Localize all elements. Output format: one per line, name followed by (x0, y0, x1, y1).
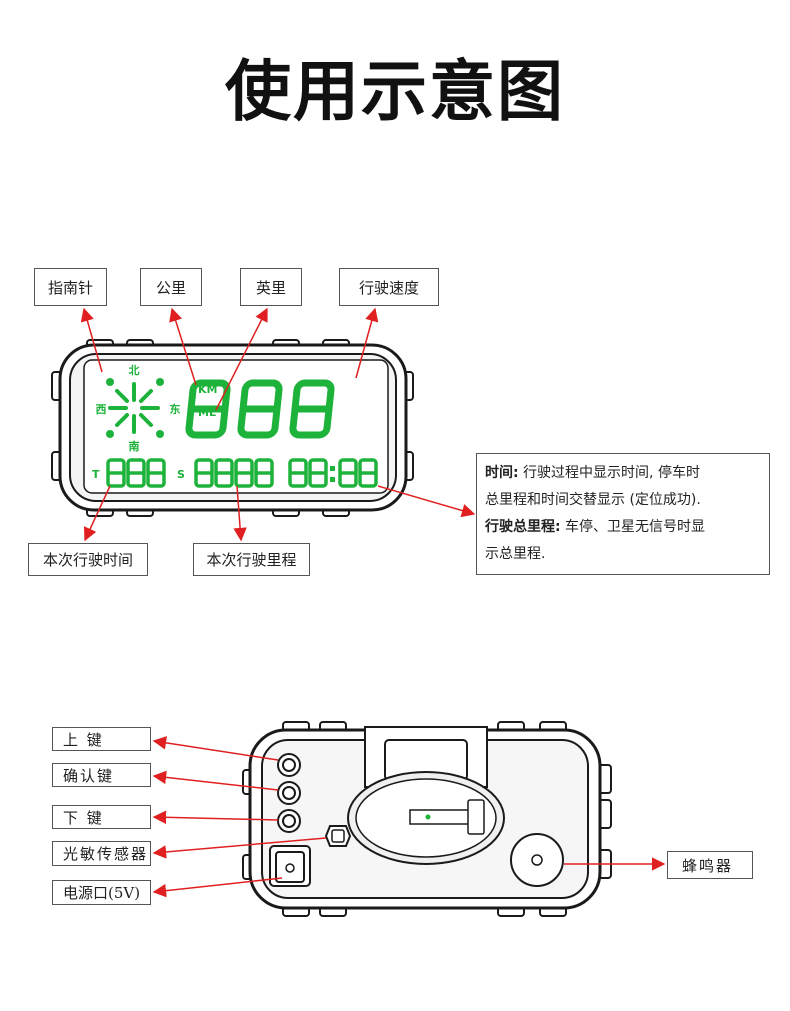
arrow-trip-distance (233, 485, 247, 542)
arrow-speed (355, 307, 379, 379)
arrow-note (377, 485, 476, 518)
compass-icon (108, 382, 160, 434)
trip-time-digits (106, 458, 166, 488)
trip-distance-digits (194, 458, 274, 488)
confirm-key-button[interactable] (277, 781, 301, 805)
note-time-heading: 时间: (485, 465, 519, 481)
arrow-trip-time (83, 485, 111, 542)
clock-colon (330, 466, 335, 482)
note-line-2: 总里程和时间交替显示 (定位成功). (485, 492, 701, 508)
arrow-down-key (152, 810, 279, 825)
note-line-1-text: 行驶过程中显示时间, 停车时 (518, 465, 700, 481)
label-confirm-key: 确认键 (52, 763, 151, 787)
note-distance-heading: 行驶总里程: (485, 519, 561, 535)
label-buzzer: 蜂鸣器 (667, 851, 753, 879)
label-power-port: 电源口(5V) (52, 880, 151, 905)
lcd-south: 南 (129, 439, 140, 453)
label-light-sensor: 光敏传感器 (52, 841, 151, 866)
note-line-4: 示总里程. (485, 546, 546, 562)
compass-dots (106, 378, 164, 438)
lcd-west: 西 (96, 403, 107, 416)
label-up-key: 上 键 (52, 727, 151, 751)
down-key-button[interactable] (277, 809, 301, 833)
label-trip-distance: 本次行驶里程 (193, 543, 310, 576)
lcd-t-marker: T (92, 468, 100, 481)
note-line-3-text: 车停、卫星无信号时显 (560, 519, 706, 535)
lcd-s-marker: S (177, 468, 185, 481)
lcd-km-unit: KM (198, 383, 217, 396)
page-title: 使用示意图 (225, 53, 565, 130)
arrow-confirm-key (152, 770, 279, 791)
arrow-km (169, 307, 197, 386)
arrow-light-sensor (152, 837, 327, 859)
label-speed: 行驶速度 (339, 268, 439, 306)
label-mile: 英里 (240, 268, 302, 306)
arrow-mile (215, 307, 268, 411)
arrow-compass (80, 307, 103, 373)
note-line-3: 行驶总里程: 车停、卫星无信号时显 (485, 514, 761, 541)
label-down-key: 下 键 (52, 805, 151, 829)
clock-digits (288, 458, 378, 488)
speed-digits (185, 379, 335, 439)
lcd-east: 东 (170, 402, 181, 416)
arrow-power-port (152, 877, 283, 898)
light-sensor (324, 825, 352, 847)
lcd-mile-unit: ML (198, 406, 216, 419)
up-key-button[interactable] (277, 753, 301, 777)
arrow-up-key (152, 736, 279, 761)
label-km: 公里 (140, 268, 202, 306)
power-port[interactable] (269, 845, 311, 887)
buzzer (510, 833, 564, 887)
lcd-north: 北 (129, 363, 140, 377)
label-trip-time: 本次行驶时间 (28, 543, 148, 576)
note-line-1: 时间: 行驶过程中显示时间, 停车时 (485, 460, 761, 487)
back-device-body (242, 721, 612, 917)
label-compass: 指南针 (34, 268, 107, 306)
info-note: 时间: 行驶过程中显示时间, 停车时 总里程和时间交替显示 (定位成功). 行驶… (476, 453, 770, 575)
